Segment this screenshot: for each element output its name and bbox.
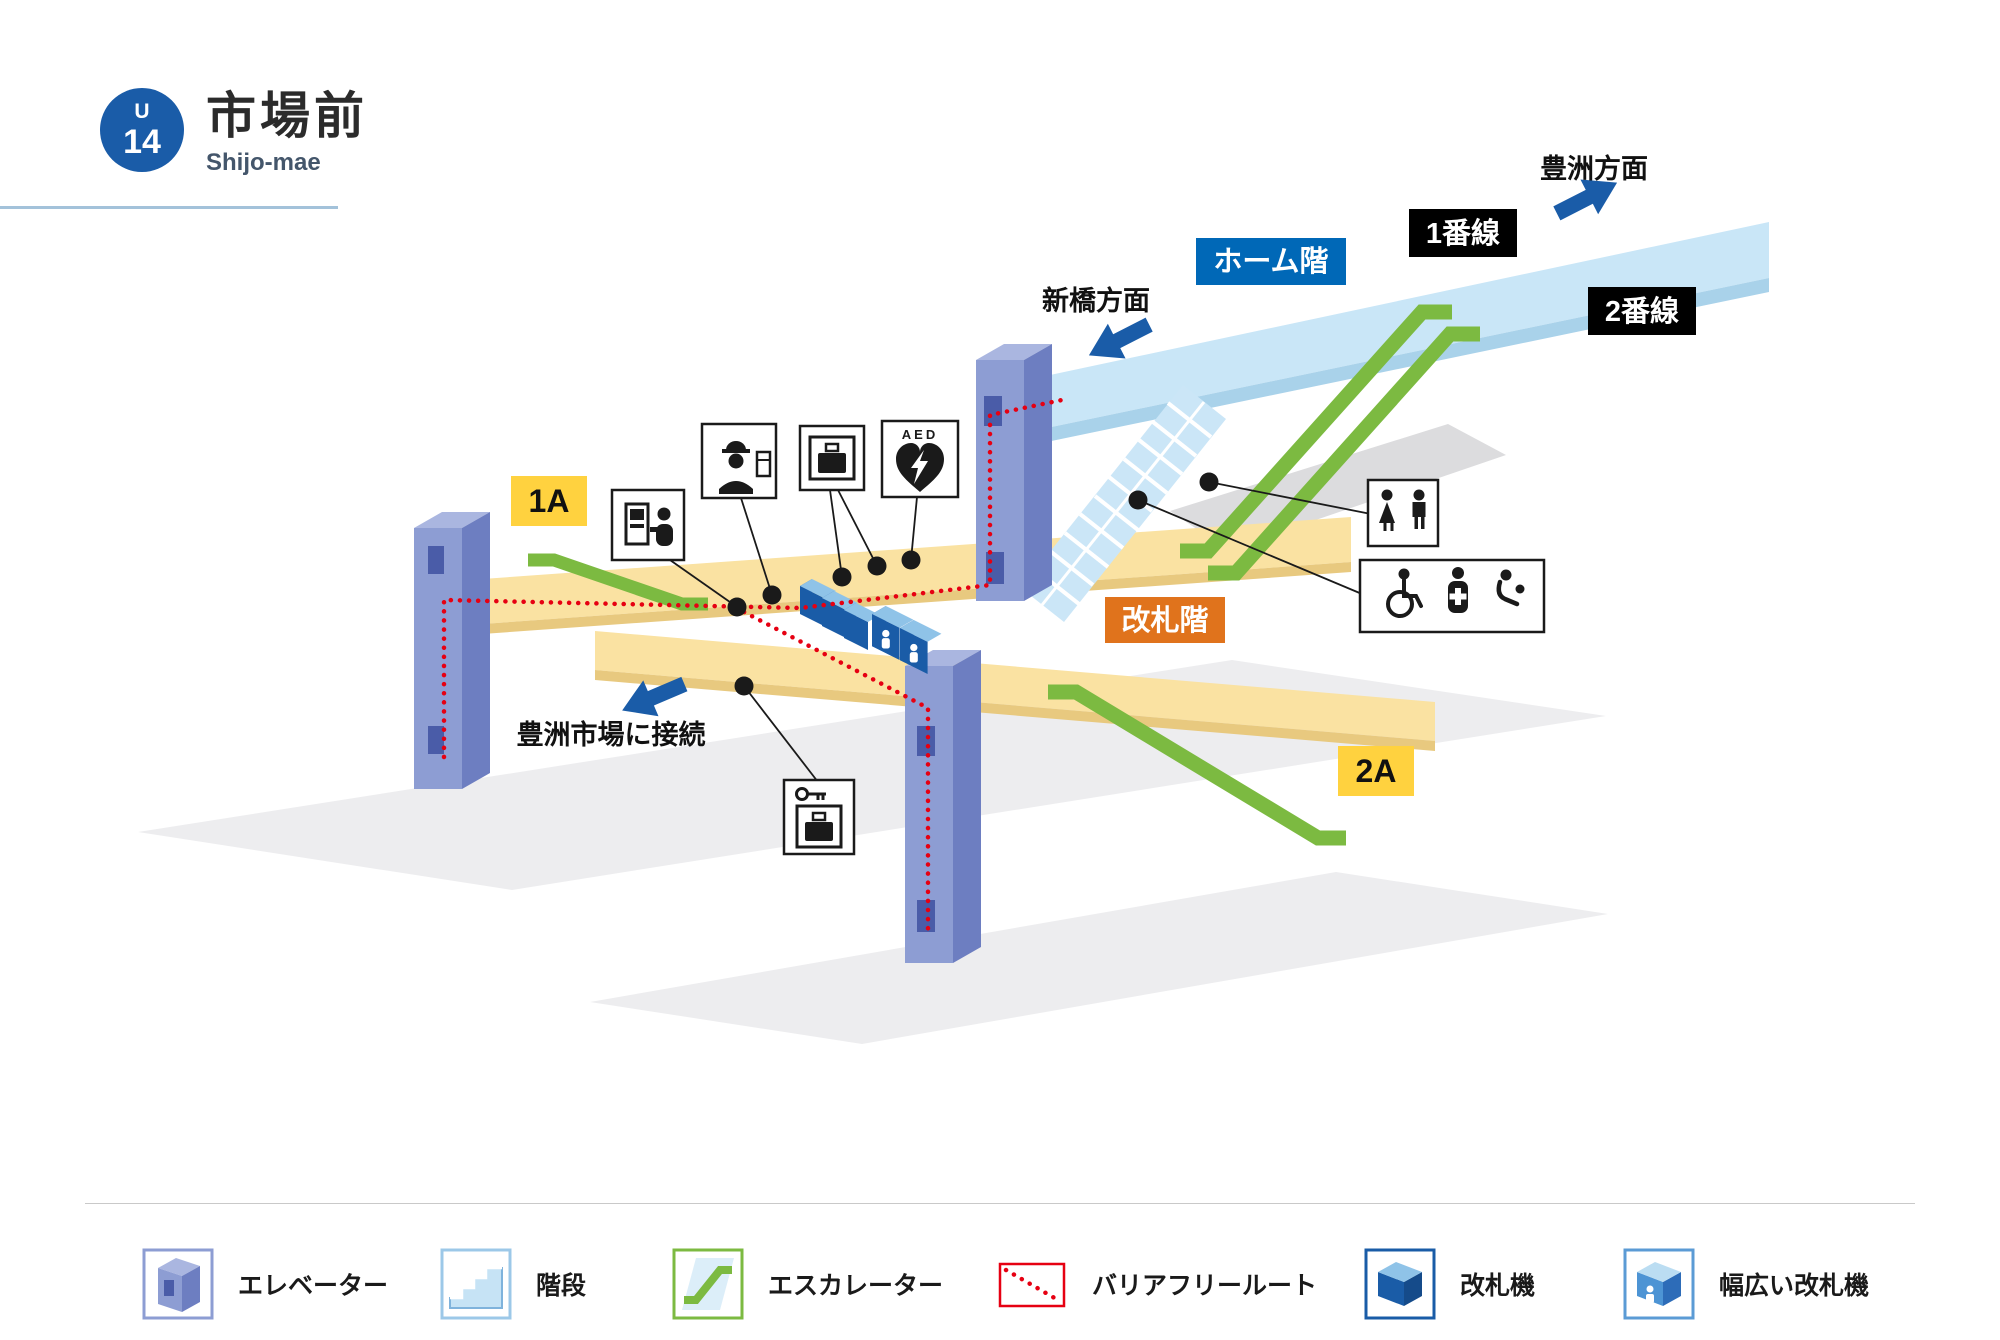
accessible-facilities-icon	[1358, 558, 1546, 634]
svg-text:2A: 2A	[1356, 753, 1397, 789]
legend-item-elevator: エレベーター	[142, 1248, 388, 1320]
svg-text:2番線: 2番線	[1605, 294, 1679, 328]
coin-locker-south-icon	[782, 778, 856, 856]
legend-item-barrier-free-route: バリアフリールート	[996, 1248, 1317, 1320]
svg-text:1番線: 1番線	[1426, 216, 1500, 250]
station-names: 市場前 Shijo-mae	[206, 90, 368, 177]
station-staff-icon	[700, 422, 778, 500]
aed-icon: AED	[880, 419, 960, 499]
legend-item-escalator: エスカレーター	[672, 1248, 943, 1320]
wheelchair-icon	[1386, 568, 1423, 618]
ticket-machine-icon	[610, 488, 686, 562]
legend-label-barrier-free-route: バリアフリールート	[1092, 1272, 1318, 1300]
legend-item-wide-ticket-gate: 幅広い改札機	[1623, 1248, 1869, 1320]
legend-label-elevator: エレベーター	[238, 1272, 389, 1300]
svg-text:AED: AED	[902, 427, 938, 442]
elevator-tower-platform	[976, 344, 1052, 601]
track-1-label: 1番線	[1409, 209, 1517, 257]
escalator-icon	[672, 1248, 744, 1320]
legend-label-stairs: 階段	[536, 1272, 587, 1300]
stairs	[1021, 385, 1226, 622]
barrier-free-route-icon	[998, 1262, 1066, 1308]
wide-ticket-gate-machine	[900, 619, 942, 674]
toyosu-direction-label: 豊洲方面	[1540, 153, 1648, 184]
wide-ticket-gate-icon	[1623, 1248, 1695, 1320]
header-underline	[0, 206, 338, 209]
baby-care-icon	[1496, 569, 1525, 607]
stairs-icon	[440, 1248, 512, 1320]
station-name-en: Shijo-mae	[206, 148, 321, 176]
legend-item-ticket-gate: 改札機	[1364, 1248, 1535, 1320]
gate-floor-label: 改札階	[1105, 597, 1225, 643]
exit-2a-label: 2A	[1338, 746, 1414, 796]
restroom-icon	[1366, 478, 1440, 548]
station-number: 14	[123, 123, 161, 161]
shimbashi-direction-label: 新橋方面	[1042, 285, 1150, 316]
station-name-ja: 市場前	[206, 88, 368, 144]
legend-label-wide-ticket-gate: 幅広い改札機	[1719, 1272, 1870, 1300]
track-bed	[1170, 424, 1506, 550]
facility-markers	[669, 472, 1372, 783]
ticket-gates	[800, 579, 942, 674]
legend-divider	[85, 1203, 1915, 1204]
track-2-label: 2番線	[1588, 287, 1696, 335]
platform-escalators	[1180, 304, 1480, 581]
wide-ticket-gate-machine	[872, 605, 914, 660]
svg-text:1A: 1A	[529, 483, 570, 519]
exit-2a-escalator	[1048, 684, 1346, 846]
concourse-band-b	[595, 631, 1435, 751]
line-letter: U	[134, 100, 150, 123]
elevator-tower-south	[905, 650, 981, 963]
legend-label-ticket-gate: 改札機	[1460, 1272, 1536, 1300]
exit-1a-label: 1A	[511, 476, 587, 526]
elevator-tower-left	[414, 512, 490, 789]
barrier-free-route	[441, 397, 1065, 938]
legend-label-escalator: エスカレーター	[768, 1272, 944, 1300]
coin-locker-icon	[798, 424, 866, 492]
ticket-gate-icon	[1364, 1248, 1436, 1320]
svg-text:ホーム階: ホーム階	[1213, 245, 1328, 278]
elevator-icon	[142, 1248, 214, 1320]
platform-floor-label: ホーム階	[1196, 238, 1346, 285]
first-aid-person-icon	[1448, 567, 1468, 613]
line-station-badge: U 14	[100, 88, 184, 172]
svg-text:改札階: 改札階	[1121, 604, 1208, 637]
legend-item-stairs: 階段	[440, 1248, 586, 1320]
toyosu-market-label: 豊洲市場に接続	[517, 719, 706, 750]
